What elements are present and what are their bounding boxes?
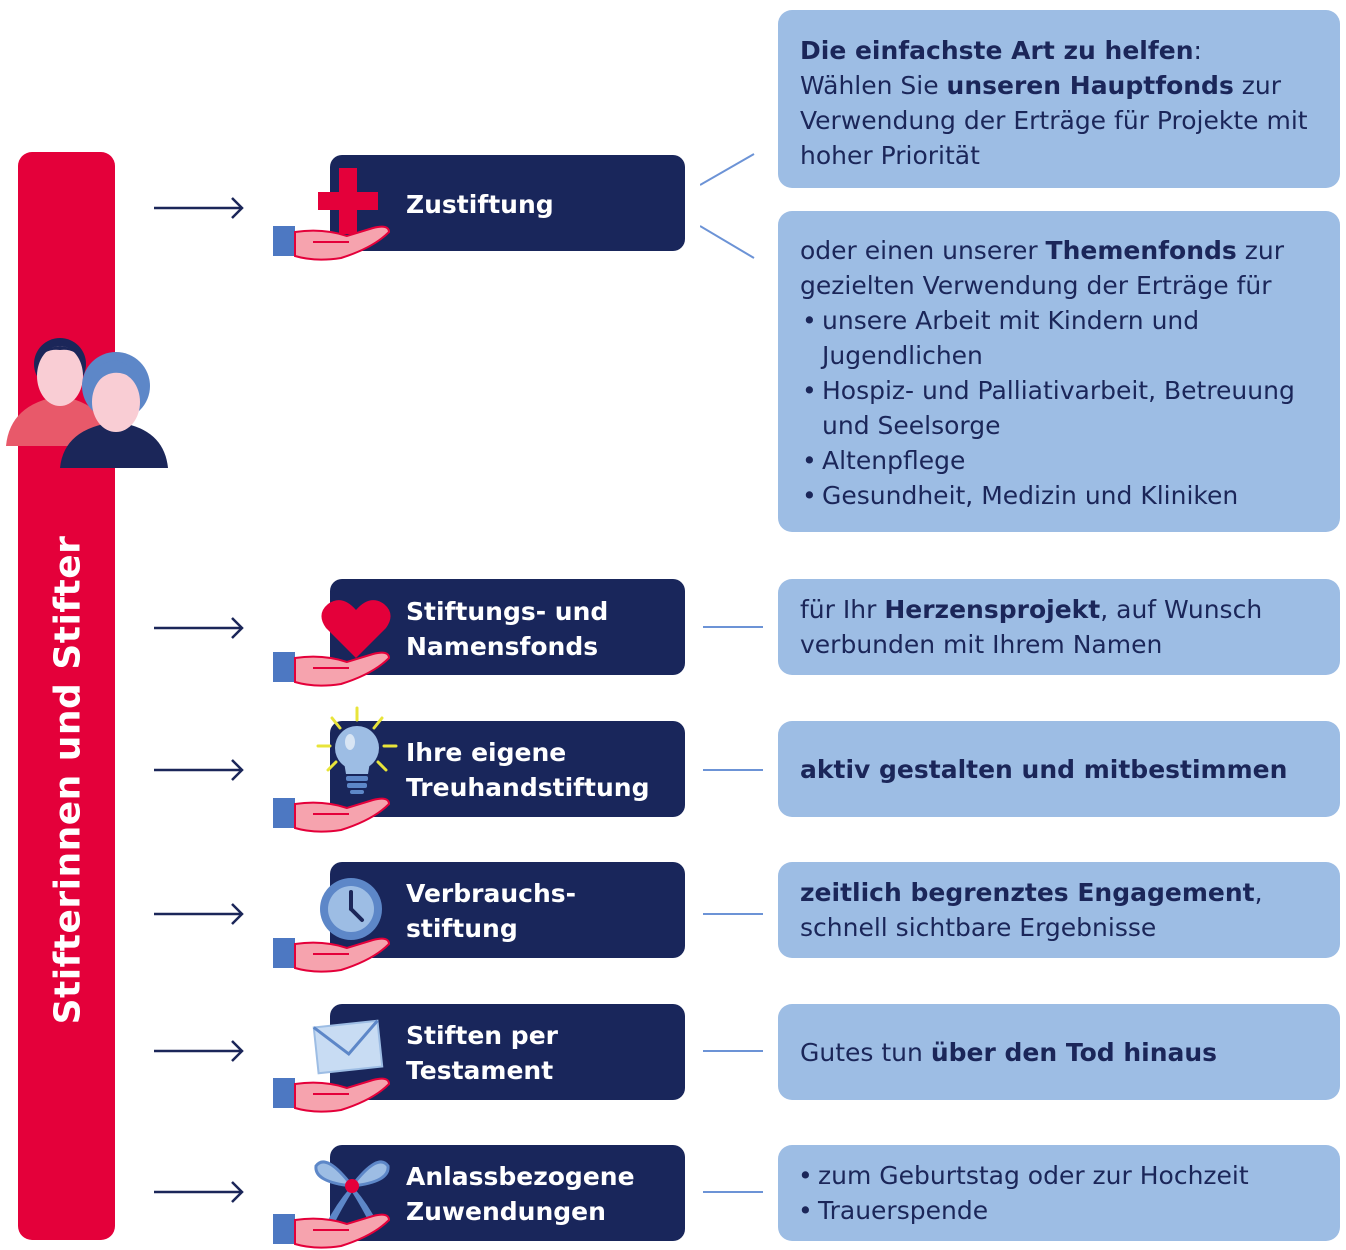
info-box-themenfonds: oder einen unserer Themenfonds zur gezie… (778, 211, 1340, 532)
hand-icon (273, 1077, 391, 1113)
list-item: zum Geburtstag oder zur Hochzeit (796, 1158, 1320, 1193)
option-label: Ihre eigene Treuhandstiftung (406, 738, 650, 802)
info-lead: Die einfachste Art zu helfen (800, 36, 1194, 65)
hand-icon (273, 937, 391, 973)
hand-icon (273, 651, 391, 687)
connector-line (703, 769, 763, 771)
option-label: Stiften per Testament (406, 1021, 558, 1085)
arrow-icon (154, 197, 244, 219)
hand-icon (273, 1213, 391, 1249)
arrow-icon (154, 1181, 244, 1203)
option-label: Anlassbezogene Zuwendungen (406, 1162, 635, 1226)
info-box-namensfonds: für Ihr Herzensprojekt, auf Wunsch verbu… (778, 579, 1340, 675)
lightbulb-icon (316, 706, 398, 794)
list-item: Gesundheit, Medizin und Kliniken (800, 478, 1320, 513)
hand-icon (273, 225, 391, 261)
hand-icon (273, 797, 391, 833)
clock-icon (320, 878, 382, 940)
people-icon (6, 338, 168, 468)
option-box-zustiftung (330, 155, 685, 251)
red-cross-icon (318, 168, 378, 234)
bullet-list: zum Geburtstag oder zur Hochzeit Trauers… (796, 1158, 1320, 1228)
info-box-hauptfonds: Die einfachste Art zu helfen: Wählen Sie… (778, 10, 1340, 188)
option-label: Zustiftung (406, 190, 554, 219)
bullet-list: unsere Arbeit mit Kindern und Jugendlich… (800, 303, 1320, 513)
arrow-icon (154, 903, 244, 925)
connector-line (703, 1191, 763, 1193)
connector-line (703, 913, 763, 915)
info-text: oder einen unserer Themenfonds zur gezie… (800, 236, 1284, 300)
heart-icon (321, 600, 391, 658)
envelope-icon (312, 1019, 384, 1075)
info-box-testament: Gutes tun über den Tod hinaus (778, 1004, 1340, 1100)
connector-line (703, 1050, 763, 1052)
gift-bow-icon (314, 1160, 390, 1224)
sidebar-bar (18, 152, 115, 1240)
arrow-icon (154, 1040, 244, 1062)
info-box-zuwendungen: zum Geburtstag oder zur Hochzeit Trauers… (778, 1145, 1340, 1241)
option-label: Verbrauchs- stiftung (406, 879, 577, 943)
arrow-icon (154, 617, 244, 639)
arrow-icon (154, 759, 244, 781)
info-box-treuhandstiftung: aktiv gestalten und mitbestimmen (778, 721, 1340, 817)
connector-line (703, 626, 763, 628)
list-item: Hospiz- und Palliativarbeit, Betreuung u… (800, 373, 1320, 443)
list-item: Trauerspende (796, 1193, 1320, 1228)
sidebar-label: Stifterinnen und Stifter (47, 535, 89, 1025)
info-box-verbrauchsstiftung: zeitlich begrenztes Engagement, schnell … (778, 862, 1340, 958)
list-item: Altenpflege (800, 443, 1320, 478)
fork-connector (700, 153, 755, 259)
list-item: unsere Arbeit mit Kindern und Jugendlich… (800, 303, 1320, 373)
option-label: Stiftungs- und Namensfonds (406, 597, 609, 661)
option-box-zuwendungen (330, 1145, 685, 1241)
